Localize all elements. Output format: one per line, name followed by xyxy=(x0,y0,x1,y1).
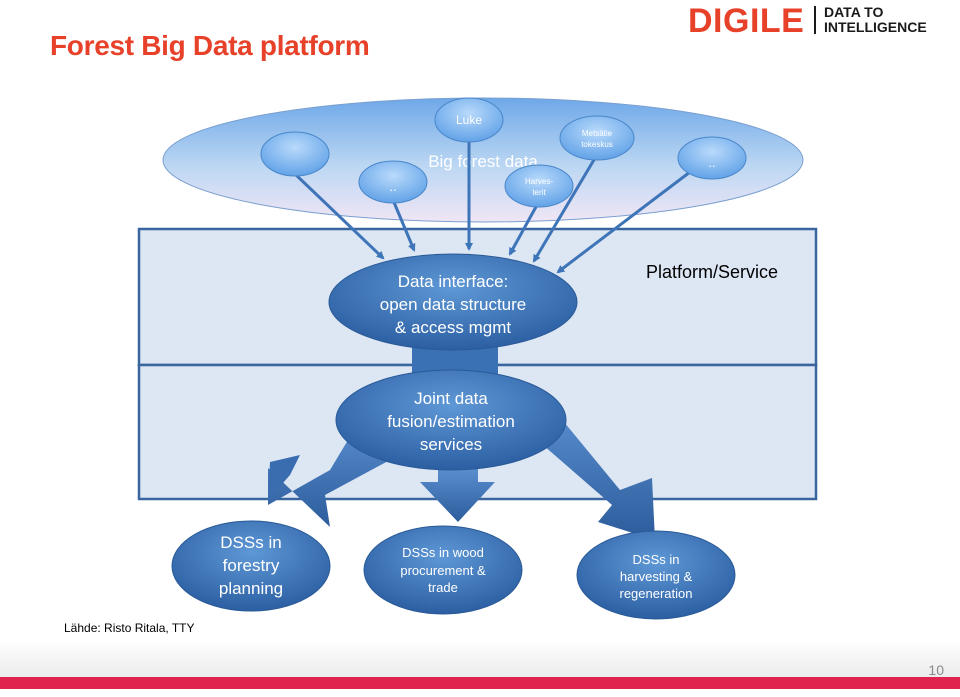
source-node-dots-1 xyxy=(358,160,428,204)
big-data-cloud xyxy=(162,97,804,223)
arrow-forestry-head xyxy=(268,455,300,500)
source-node-luke xyxy=(434,97,504,143)
logo-tagline-line2: INTELLIGENCE xyxy=(824,19,927,35)
source-dots-1-label: .. xyxy=(389,179,396,194)
dss-wood-line2: procurement & xyxy=(400,563,486,578)
dss-wood-line3: trade xyxy=(428,580,458,595)
dss-forestry-line2: forestry xyxy=(223,556,280,575)
digile-logo: DIGILE DATA TO INTELLIGENCE xyxy=(688,2,938,42)
source-harvesterit-line1: Harves- xyxy=(525,177,553,186)
source-metsatie-line2: tokeskus xyxy=(581,140,613,149)
joint-data-line2: fusion/estimation xyxy=(387,412,515,431)
logo-separator xyxy=(814,6,816,34)
arrow-source-1 xyxy=(293,172,385,260)
page-number: 10 xyxy=(928,662,944,678)
source-node-dots-2 xyxy=(677,136,747,180)
data-interface-line2: open data structure xyxy=(380,295,526,314)
joint-data-line1: Joint data xyxy=(414,389,488,408)
dss-forestry-line3: planning xyxy=(219,579,283,598)
logo-brand: DIGILE xyxy=(688,2,805,40)
source-citation: Lähde: Risto Ritala, TTY xyxy=(64,621,195,635)
dss-harvesting-node xyxy=(576,530,736,620)
dss-harvesting-line3: regeneration xyxy=(620,586,693,601)
source-node-metsatie xyxy=(559,115,635,161)
dss-harvesting-line1: DSSs in xyxy=(633,552,680,567)
data-interface-line3: & access mgmt xyxy=(395,318,511,337)
slide-title: Forest Big Data platform xyxy=(50,30,370,61)
joint-data-node xyxy=(335,369,567,471)
joint-data-line3: services xyxy=(420,435,482,454)
dss-wood-node xyxy=(363,525,523,615)
forest-big-data-diagram: Big forest data Platform/Service .. Luke… xyxy=(137,97,818,620)
dss-wood-line1: DSSs in wood xyxy=(402,545,484,560)
source-metsatie-line1: Metsätie xyxy=(582,129,613,138)
source-harvesterit-line2: terit xyxy=(532,188,546,197)
arrow-source-3 xyxy=(556,170,691,274)
logo-tagline-line1: DATA TO xyxy=(824,4,884,20)
source-node-harvesterit xyxy=(504,164,574,208)
data-interface-node xyxy=(328,253,578,351)
platform-label: Platform/Service xyxy=(646,262,778,282)
source-node-unnamed xyxy=(260,131,330,177)
arrow-source-2 xyxy=(391,199,416,252)
source-dots-2-label: .. xyxy=(708,155,715,170)
footer-red-stripe xyxy=(0,677,960,689)
arrow-source-harvesterit xyxy=(508,204,539,256)
logo-tagline: DATA TO INTELLIGENCE xyxy=(824,5,927,35)
dss-harvesting-line2: harvesting & xyxy=(620,569,693,584)
big-data-label: Big forest data xyxy=(428,152,538,171)
data-interface-line1: Data interface: xyxy=(398,272,509,291)
dss-forestry-line1: DSSs in xyxy=(220,533,281,552)
dss-forestry-node xyxy=(171,520,331,612)
arrow-source-metsatie xyxy=(532,152,600,263)
source-luke-label: Luke xyxy=(456,113,482,127)
footer-bar xyxy=(0,640,960,684)
arrow-to-wood xyxy=(420,468,495,522)
